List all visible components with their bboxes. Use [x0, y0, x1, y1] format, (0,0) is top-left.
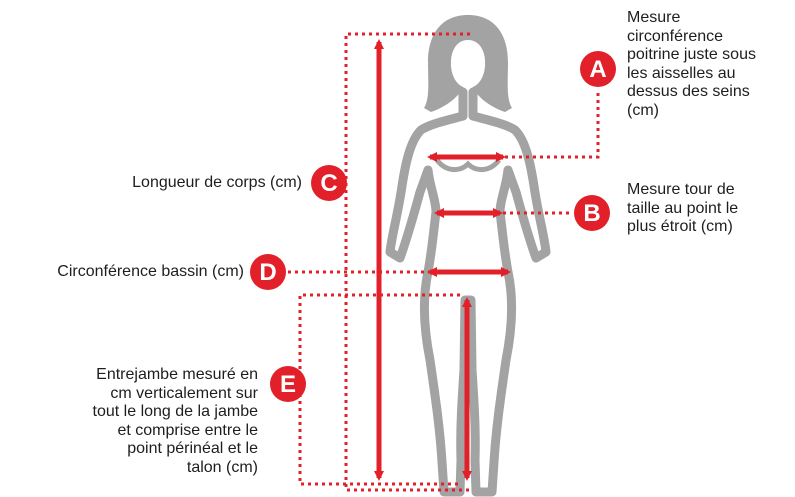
badge-d-letter: D — [259, 259, 276, 286]
badge-a-letter: A — [589, 56, 606, 83]
label-b-line: Mesure tour de — [627, 181, 735, 198]
label-a-line: les aisselles au — [627, 64, 736, 82]
label-b-line: plus étroit (cm) — [627, 218, 733, 235]
label-d-hips: Circonférence bassin (cm) — [6, 263, 244, 282]
badge-a: A — [580, 51, 616, 87]
badge-e: E — [270, 366, 306, 402]
label-b-waist: Mesure tour de taille au point le plus é… — [627, 181, 738, 237]
bust-line — [435, 158, 501, 172]
label-c-line: Longueur de corps (cm) — [132, 174, 302, 191]
chest-dotted-leader — [505, 92, 600, 159]
face-shape — [450, 40, 486, 88]
label-b-line: taille au point le — [627, 199, 739, 217]
label-e-line: talon (cm) — [186, 458, 258, 476]
label-a-chest: Mesure circonférence poitrine juste sous… — [627, 9, 756, 120]
badge-c-letter: C — [320, 170, 337, 197]
label-c-body-length: Longueur de corps (cm) — [86, 174, 302, 193]
badge-c: C — [311, 165, 347, 201]
badge-d: D — [250, 254, 286, 290]
label-a-line: Mesure — [627, 9, 681, 26]
label-a-line: circonférence — [627, 27, 724, 45]
badge-b-letter: B — [583, 200, 600, 227]
label-a-line: dessus des seins — [627, 83, 750, 100]
label-d-line: Circonférence bassin (cm) — [57, 263, 244, 280]
body-length-dotted-guide — [344, 32, 470, 492]
badge-b: B — [574, 195, 610, 231]
label-e-line: point périnéal et le — [127, 440, 258, 457]
label-e-line: cm verticalement sur — [110, 384, 258, 402]
label-e-line: Entrejambe mesuré en — [96, 366, 258, 383]
label-a-line: (cm) — [627, 101, 659, 119]
badge-e-letter: E — [280, 371, 296, 398]
label-a-line: poitrine juste sous — [627, 46, 756, 63]
label-e-line: et comprise entre le — [117, 421, 258, 439]
label-e-inseam: Entrejambe mesuré en cm verticalement su… — [40, 366, 258, 477]
label-e-line: tout le long de la jambe — [92, 403, 258, 420]
